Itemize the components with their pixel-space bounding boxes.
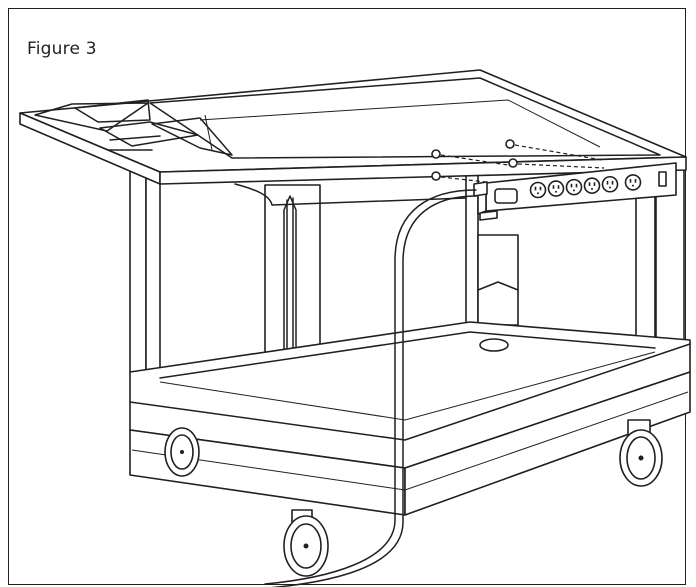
outlet-5 xyxy=(601,175,619,193)
screw-2 xyxy=(505,139,515,149)
caster-back-left xyxy=(164,427,200,477)
power-switch xyxy=(494,188,518,204)
power-cord xyxy=(264,189,477,587)
outlet-4 xyxy=(583,177,601,194)
outlet-2 xyxy=(547,180,565,197)
power-strip xyxy=(473,162,677,221)
screw-3 xyxy=(508,158,518,168)
mounting-hardware xyxy=(431,139,605,183)
outlet-3 xyxy=(565,178,583,196)
figure-caption: Figure 3 xyxy=(27,39,97,59)
screw-4 xyxy=(431,171,441,181)
cart-top-tray xyxy=(19,69,687,206)
caster-front-right xyxy=(619,419,663,487)
cart-back-legs xyxy=(465,159,656,363)
outlet-1 xyxy=(529,181,547,199)
screw-1 xyxy=(431,149,441,159)
outlet-6 xyxy=(624,174,642,191)
outlet-row xyxy=(529,174,642,199)
caster-front-left xyxy=(283,509,329,577)
cart-lower-shelf xyxy=(129,321,691,516)
circuit-breaker-icon xyxy=(658,171,667,187)
